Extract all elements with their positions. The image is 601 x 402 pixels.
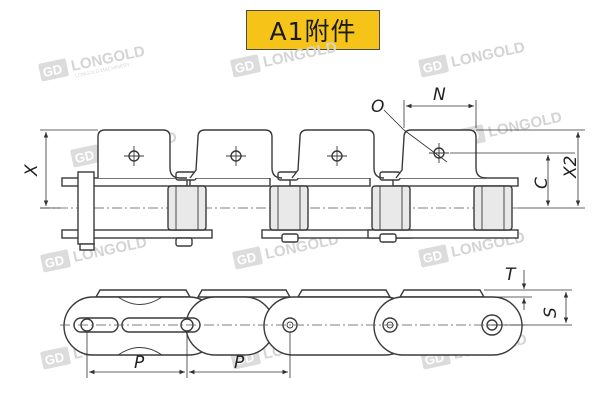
dimension-c-x2: C X2 bbox=[450, 129, 585, 209]
watermark-text: LONGOLD bbox=[450, 39, 527, 71]
label-x: X bbox=[22, 164, 42, 177]
dimension-s: S bbox=[488, 289, 572, 326]
watermark-text: LONGOLD bbox=[262, 39, 339, 71]
label-s: S bbox=[541, 307, 561, 318]
watermark-logo-icon bbox=[418, 244, 450, 268]
upper-flat-2 bbox=[189, 177, 271, 187]
label-p2: P bbox=[234, 353, 245, 373]
side-attachment-flats bbox=[94, 289, 486, 298]
watermark-logo-icon bbox=[38, 58, 70, 82]
watermark-logo-icon bbox=[230, 54, 262, 78]
roller-2 bbox=[269, 185, 309, 231]
left-pin bbox=[77, 171, 95, 245]
label-o: O bbox=[371, 97, 384, 117]
watermark-2: LONGOLD bbox=[230, 39, 339, 78]
watermark-logo-icon bbox=[418, 54, 450, 78]
attachment-2 bbox=[189, 129, 283, 179]
upper-flat-4 bbox=[392, 177, 519, 187]
dimension-t: T bbox=[484, 265, 532, 310]
label-c: C bbox=[532, 177, 552, 189]
watermark-text: LONGOLD bbox=[487, 109, 564, 141]
roller-1 bbox=[167, 185, 207, 231]
pin-heads bbox=[79, 171, 401, 251]
label-p1: P bbox=[134, 353, 145, 373]
dimension-x: X bbox=[22, 129, 98, 209]
upper-flat-3 bbox=[289, 177, 371, 187]
front-view: X O N C X2 bbox=[22, 85, 585, 251]
dimension-n: N bbox=[403, 85, 477, 128]
label-t: T bbox=[505, 265, 517, 285]
label-x2: X2 bbox=[561, 156, 581, 179]
watermark-logo-icon bbox=[232, 246, 264, 270]
roller-4 bbox=[473, 185, 513, 231]
watermark-3: LONGOLD bbox=[418, 39, 527, 78]
attachment-3 bbox=[291, 129, 385, 179]
attachment-1 bbox=[97, 129, 187, 179]
side-link-4 bbox=[373, 296, 523, 356]
title-badge: A1附件 bbox=[246, 10, 380, 50]
attachment-4 bbox=[395, 129, 487, 179]
dimension-o: O bbox=[371, 97, 448, 163]
dimension-pitch: P P bbox=[86, 332, 291, 378]
watermark-1: LONGOLD LONGOLD MACHINERY bbox=[38, 43, 147, 82]
lower-plate-3 bbox=[367, 229, 519, 239]
title-text: A1附件 bbox=[269, 17, 357, 46]
watermark-logo-icon bbox=[40, 249, 72, 273]
watermark-logo-icon bbox=[70, 144, 102, 168]
roller-3 bbox=[371, 185, 411, 231]
watermark-logo-icon bbox=[40, 346, 72, 370]
side-view: T S P P bbox=[60, 265, 572, 378]
lower-plate-1 bbox=[61, 229, 213, 239]
label-n: N bbox=[433, 85, 446, 105]
